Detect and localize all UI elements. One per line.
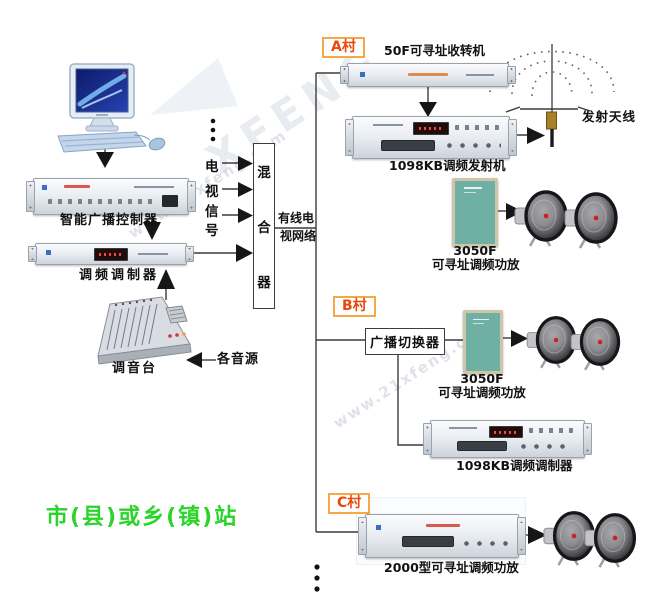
fm-transmitter-device xyxy=(345,116,517,159)
amp-3050f-a-label: 3050F 可寻址调频功放 xyxy=(432,243,520,273)
broadcast-controller-label: 智能广播控制器 xyxy=(60,213,159,228)
mixer-char-1: 混 xyxy=(257,165,271,182)
speaker-a1 xyxy=(513,190,568,248)
speaker-b1 xyxy=(525,316,577,370)
amp-3050f-b-label: 3050F 可寻址调频功放 xyxy=(437,371,527,401)
fm-transmitter-label: 1098KB调频发射机 xyxy=(389,158,506,173)
receiver-50f-label: 50F可寻址收转机 xyxy=(384,43,485,58)
speaker-c1 xyxy=(542,511,596,567)
village-c-tag: C村 xyxy=(328,493,371,514)
tv-signal-char-3: 信 xyxy=(205,204,219,220)
speaker-a2 xyxy=(563,192,618,250)
speaker-b2 xyxy=(569,318,621,372)
signal-mixer-box: 混 合 器 xyxy=(253,143,275,309)
village-b-tag: B村 xyxy=(333,296,376,317)
tv-signal-char-2: 视 xyxy=(205,184,219,200)
cable-network-label-line1: 有线电 xyxy=(278,211,315,225)
cable-network-label-line2: 视网络 xyxy=(280,229,317,243)
antenna-label: 发射天线 xyxy=(582,109,637,124)
ellipsis-dots-top xyxy=(210,118,216,142)
fm-modulator-device xyxy=(28,243,194,265)
amp-2000-device xyxy=(358,514,526,558)
ellipsis-dots-bottom xyxy=(314,564,320,592)
mixer-char-3: 器 xyxy=(257,274,271,291)
mixer-char-2: 合 xyxy=(257,219,271,236)
mixing-console-icon xyxy=(97,296,192,365)
receiver-50f-device xyxy=(340,63,516,87)
amp-b-type: 可寻址调频功放 xyxy=(438,385,526,401)
amp-2000-label: 2000型可寻址调频功放 xyxy=(384,560,519,575)
broadcast-switcher-box: 广播切换器 xyxy=(365,328,445,355)
station-title: 市(县)或乡(镇)站 xyxy=(46,505,239,530)
amp-3050f-a-device xyxy=(452,178,498,247)
tv-signal-char-1: 电 xyxy=(205,159,219,175)
village-a-tag: A村 xyxy=(322,37,365,58)
amp-3050f-b-device xyxy=(463,310,503,374)
amp-a-type: 可寻址调频功放 xyxy=(432,257,520,273)
amp-a-model: 3050F xyxy=(453,243,497,258)
broadcast-controller-device xyxy=(26,178,196,215)
computer-icon xyxy=(57,63,166,153)
fm-modulator-1098-label: 1098KB调频调制器 xyxy=(456,458,573,473)
fm-modulator-label: 调频调制器 xyxy=(79,268,160,283)
audio-sources-label: 各音源 xyxy=(217,352,260,367)
amp-b-model: 3050F xyxy=(460,371,504,386)
mixing-console-label: 调音台 xyxy=(112,361,158,376)
tv-signal-char-4: 号 xyxy=(205,223,219,239)
decor-shape xyxy=(150,58,238,115)
speaker-c2 xyxy=(583,513,637,569)
fm-modulator-1098-device xyxy=(423,420,592,458)
